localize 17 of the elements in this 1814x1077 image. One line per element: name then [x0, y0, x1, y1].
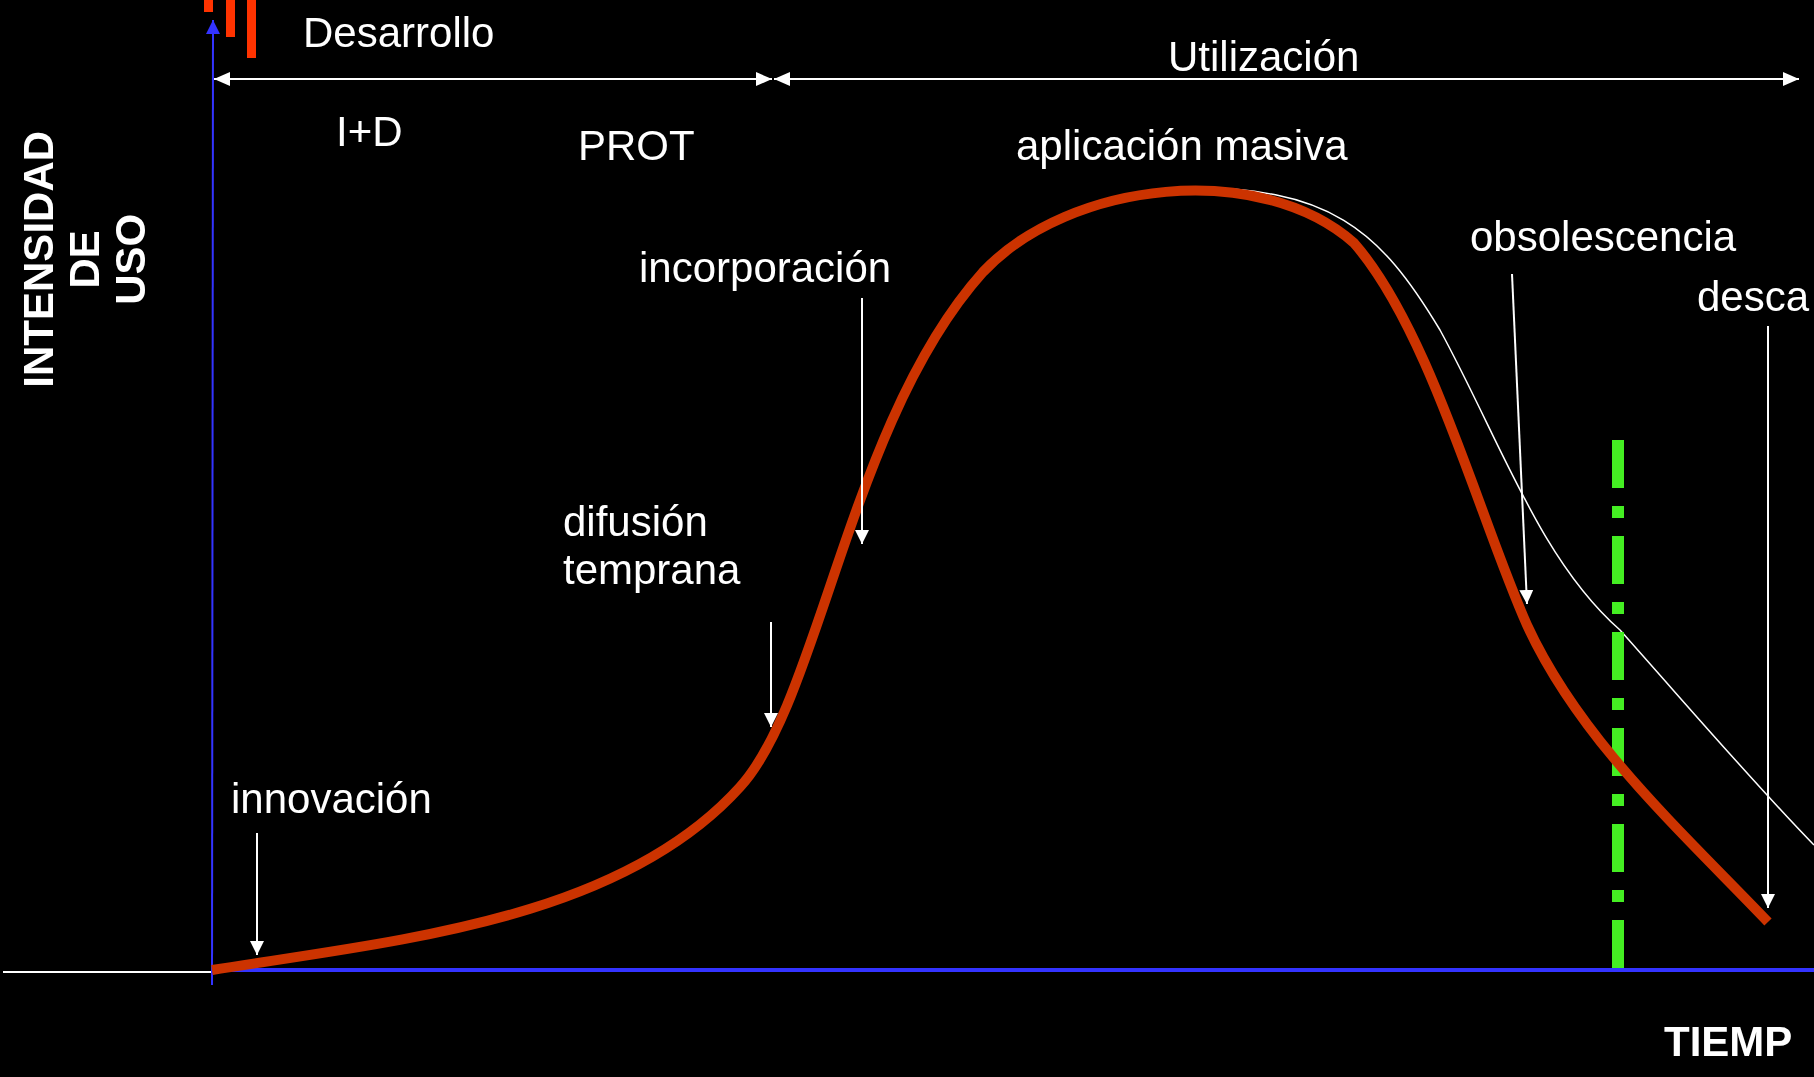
- period-label: Desarrollo: [303, 9, 495, 58]
- phase-label: aplicación masiva: [1016, 122, 1348, 171]
- annotation-text: obsolescencia: [1470, 213, 1737, 262]
- annotation-text: desca: [1697, 273, 1810, 322]
- axis-title: INTENSIDAD DE USO: [15, 129, 155, 390]
- phase-label: I+D: [336, 108, 403, 157]
- leader-line: [1761, 325, 1775, 909]
- axis-title: TIEMP: [1664, 1018, 1793, 1067]
- leader-line: [250, 832, 264, 956]
- leader-line: [1511, 273, 1534, 605]
- annotation-text: incorporación: [639, 244, 892, 293]
- annotation-text: difusión temprana: [563, 498, 783, 595]
- leader-line: [764, 621, 778, 728]
- leader-line: [855, 297, 869, 545]
- phase-label: PROT: [578, 122, 695, 171]
- annotation-text: innovación: [231, 775, 432, 824]
- period-label: Utilización: [1168, 33, 1360, 82]
